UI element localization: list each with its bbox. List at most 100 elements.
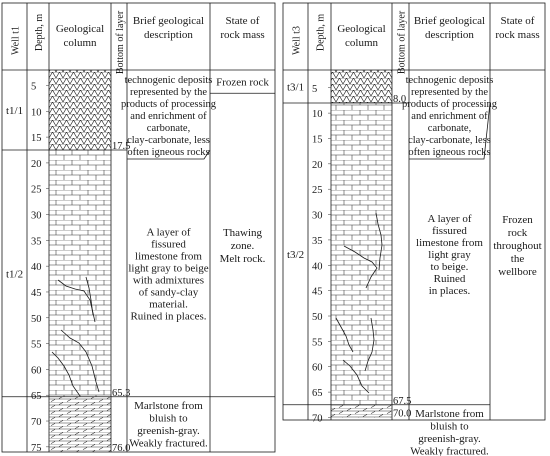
depth-tick-label: 60 <box>31 365 42 376</box>
header-description: Brief geological <box>414 15 485 27</box>
depth-tick-label: 30 <box>312 211 323 222</box>
header-description: Brief geological <box>133 15 204 27</box>
layer-description-line: limestone from <box>416 237 483 249</box>
layer-bottom-value: 8.0 <box>393 94 406 105</box>
header-column: Geological <box>337 23 385 35</box>
fracture-line <box>343 245 378 289</box>
depth-tick-label: 50 <box>312 312 323 323</box>
fracture-line <box>335 317 354 353</box>
layer-description-line: with admixtures <box>133 274 204 286</box>
layer-description-line: and enrichment of <box>130 111 207 122</box>
layer-description-line: greenish-gray. <box>137 425 200 437</box>
layer-description-line: Weakly fractured. <box>410 445 489 456</box>
layer-description-line: of sandy-clay <box>139 286 199 298</box>
layer-description-line: clay-carbonate, less <box>127 135 210 146</box>
layer-bottom-value: 67.5 <box>393 396 411 407</box>
layer-label: t3/1 <box>287 81 304 93</box>
column-technogenic-t1-1 <box>49 70 111 151</box>
layer-description-line: fissured <box>151 238 186 250</box>
layer-label: t1/2 <box>6 268 23 280</box>
state-text: rock <box>508 227 528 239</box>
fracture-line <box>342 359 370 394</box>
fracture-line <box>60 329 100 393</box>
layer-description-line: A layer of <box>428 213 472 225</box>
header-state: State of <box>226 15 260 27</box>
header-depth: Depth, m <box>34 14 45 51</box>
state-text: Melt rock. <box>220 253 266 265</box>
header-description: description <box>425 29 474 41</box>
layer-description-line: material. <box>149 298 188 310</box>
fracture-line <box>364 317 375 372</box>
state-text: wellbore <box>498 266 537 278</box>
state-text: Frozen <box>502 214 533 226</box>
depth-tick-label: 5 <box>312 84 317 95</box>
layer-bottom-value: 70.0 <box>393 408 411 419</box>
header-state: rock mass <box>220 29 264 41</box>
layer-description-line: clay-carbonate, less <box>408 135 491 146</box>
layer-description-line: carbonate, <box>147 123 190 134</box>
header-description: description <box>144 29 193 41</box>
layer-description-line: Ruined <box>434 273 466 285</box>
layer-description-line: products of processing <box>121 99 217 110</box>
layer-description-line: to beige. <box>431 261 469 273</box>
description-divider <box>127 149 211 160</box>
header-state: rock mass <box>495 29 539 41</box>
layer-description-line: represented by the <box>411 87 488 98</box>
layer-description-line: limestone from <box>135 250 202 262</box>
layer-description-line: technogenic deposits <box>125 75 213 86</box>
layer-description-line: A layer of <box>147 226 191 238</box>
layer-description-line: and enrichment of <box>411 111 488 122</box>
layer-description-line: bluish to <box>430 420 469 432</box>
state-text: the <box>511 253 525 265</box>
depth-tick-label: 40 <box>312 261 323 272</box>
layer-bottom-value: 76.0 <box>112 443 130 454</box>
layer-description-line: often igneous rocks <box>127 147 209 158</box>
layer-description-line: Marlstone from <box>415 408 484 420</box>
state-text: Thawing <box>223 227 263 239</box>
depth-tick-label: 20 <box>31 159 42 170</box>
layer-label: t1/1 <box>6 105 23 117</box>
depth-tick-label: 45 <box>31 288 42 299</box>
layer-label: t3/2 <box>287 249 304 261</box>
fracture-line <box>51 351 81 397</box>
column-limestone-t3-2 <box>331 102 392 405</box>
header-depth: Depth, m <box>316 14 327 51</box>
layer-description-line: Ruined in places. <box>130 310 206 322</box>
layer-description-line: technogenic deposits <box>406 75 494 86</box>
header-column: column <box>345 37 378 49</box>
depth-tick-label: 70 <box>312 413 323 424</box>
layer-description-line: represented by the <box>130 87 207 98</box>
depth-tick-label: 15 <box>312 134 323 145</box>
layer-description-line: in places. <box>429 285 471 297</box>
depth-tick-label: 30 <box>31 211 42 222</box>
layer-description-line: fissured <box>432 225 467 237</box>
state-text: throughout <box>493 240 541 252</box>
depth-tick-label: 75 <box>31 443 42 454</box>
fracture-line <box>85 276 94 316</box>
depth-tick-label: 25 <box>312 185 323 196</box>
log-frame <box>282 2 546 421</box>
layer-description-line: bluish to <box>149 412 188 424</box>
layer-bottom-value: 65.3 <box>112 388 130 399</box>
layer-description-line: light gray to beige <box>128 262 208 274</box>
column-marlstone-t3-3 <box>331 404 392 418</box>
depth-tick-label: 70 <box>31 417 42 428</box>
depth-tick-label: 10 <box>312 109 323 120</box>
description-divider <box>409 102 491 160</box>
header-well: Well t1 <box>11 26 22 55</box>
depth-tick-label: 65 <box>312 388 323 399</box>
depth-tick-label: 5 <box>31 81 36 92</box>
layer-description-line: greenish-gray. <box>418 433 481 445</box>
column-limestone-t1-2 <box>49 150 111 397</box>
header-state: State of <box>501 15 535 27</box>
column-technogenic-t3-1 <box>331 70 392 103</box>
depth-tick-label: 10 <box>31 107 42 118</box>
layer-bottom-value: 17.5 <box>112 141 130 152</box>
depth-tick-label: 20 <box>312 160 323 171</box>
layer-description-line: often igneous rocks <box>408 147 490 158</box>
depth-tick-label: 35 <box>312 236 323 247</box>
depth-tick-label: 50 <box>31 314 42 325</box>
header-column: Geological <box>56 23 104 35</box>
